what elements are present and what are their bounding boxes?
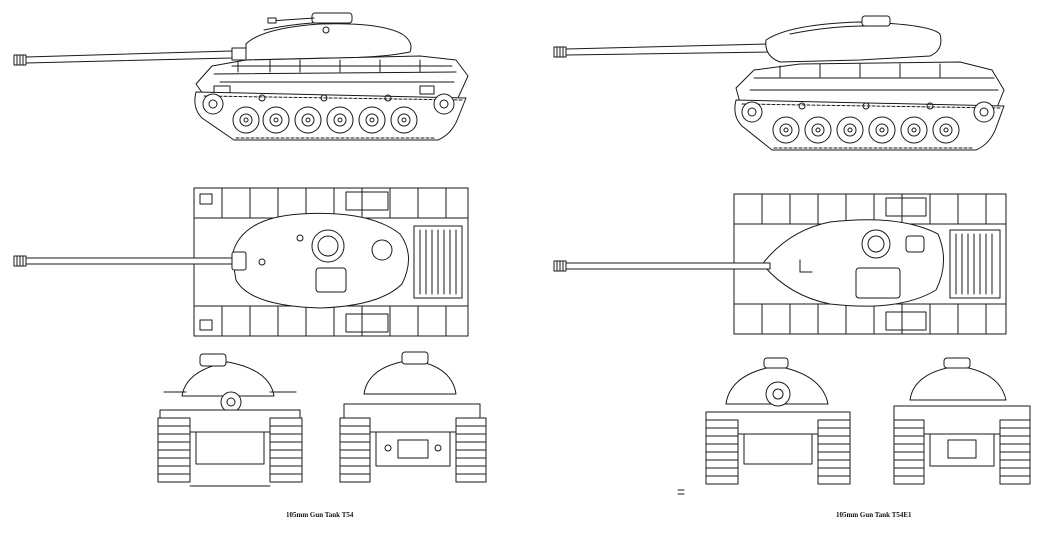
t54e1-top-gun	[554, 261, 770, 271]
t54e1-rear-turret	[910, 366, 1006, 400]
t54-side-turret	[246, 24, 411, 60]
t54e1-side-gun	[554, 44, 768, 57]
t54e1-front-view	[706, 358, 850, 484]
tank-t54-drawing	[14, 13, 486, 486]
t54-top-engine-deck	[414, 226, 462, 298]
t54e1-top-view	[554, 194, 1006, 334]
t54e1-side-road-wheels	[742, 102, 994, 143]
t54-top-turret	[232, 213, 409, 308]
t54-rear-turret	[364, 360, 456, 394]
t54-front-view	[158, 354, 302, 486]
t54-side-gun	[14, 48, 246, 65]
t54-side-view	[14, 13, 468, 140]
t54e1-side-turret	[766, 22, 941, 62]
t54-top-cupola	[312, 230, 344, 262]
stray-marks	[678, 490, 684, 494]
t54e1-rear-view	[894, 358, 1030, 484]
t54e1-top-cupola	[862, 230, 890, 258]
t54e1-side-return-rollers	[799, 103, 933, 109]
t54-caption: 105mm Gun Tank T54	[286, 511, 354, 519]
t54e1-side-view	[554, 16, 1004, 150]
t54-top-gun	[14, 252, 246, 270]
t54-front-turret	[182, 362, 274, 396]
tank-t54e1-drawing	[554, 16, 1030, 494]
t54-rear-view	[340, 352, 486, 482]
t54e1-top-turret	[764, 220, 944, 306]
t54e1-caption: 105mm Gun Tank T54E1	[836, 511, 912, 519]
t54-side-return-rollers	[259, 95, 391, 101]
t54-front-mantlet	[221, 392, 241, 412]
t54-side-cupola	[312, 13, 352, 23]
t54-top-view	[14, 188, 468, 336]
t54e1-front-mantlet	[766, 382, 790, 406]
t54e1-top-engine-deck	[950, 230, 1000, 298]
t54-side-road-wheels	[203, 94, 454, 133]
t54e1-side-cupola	[862, 16, 890, 26]
